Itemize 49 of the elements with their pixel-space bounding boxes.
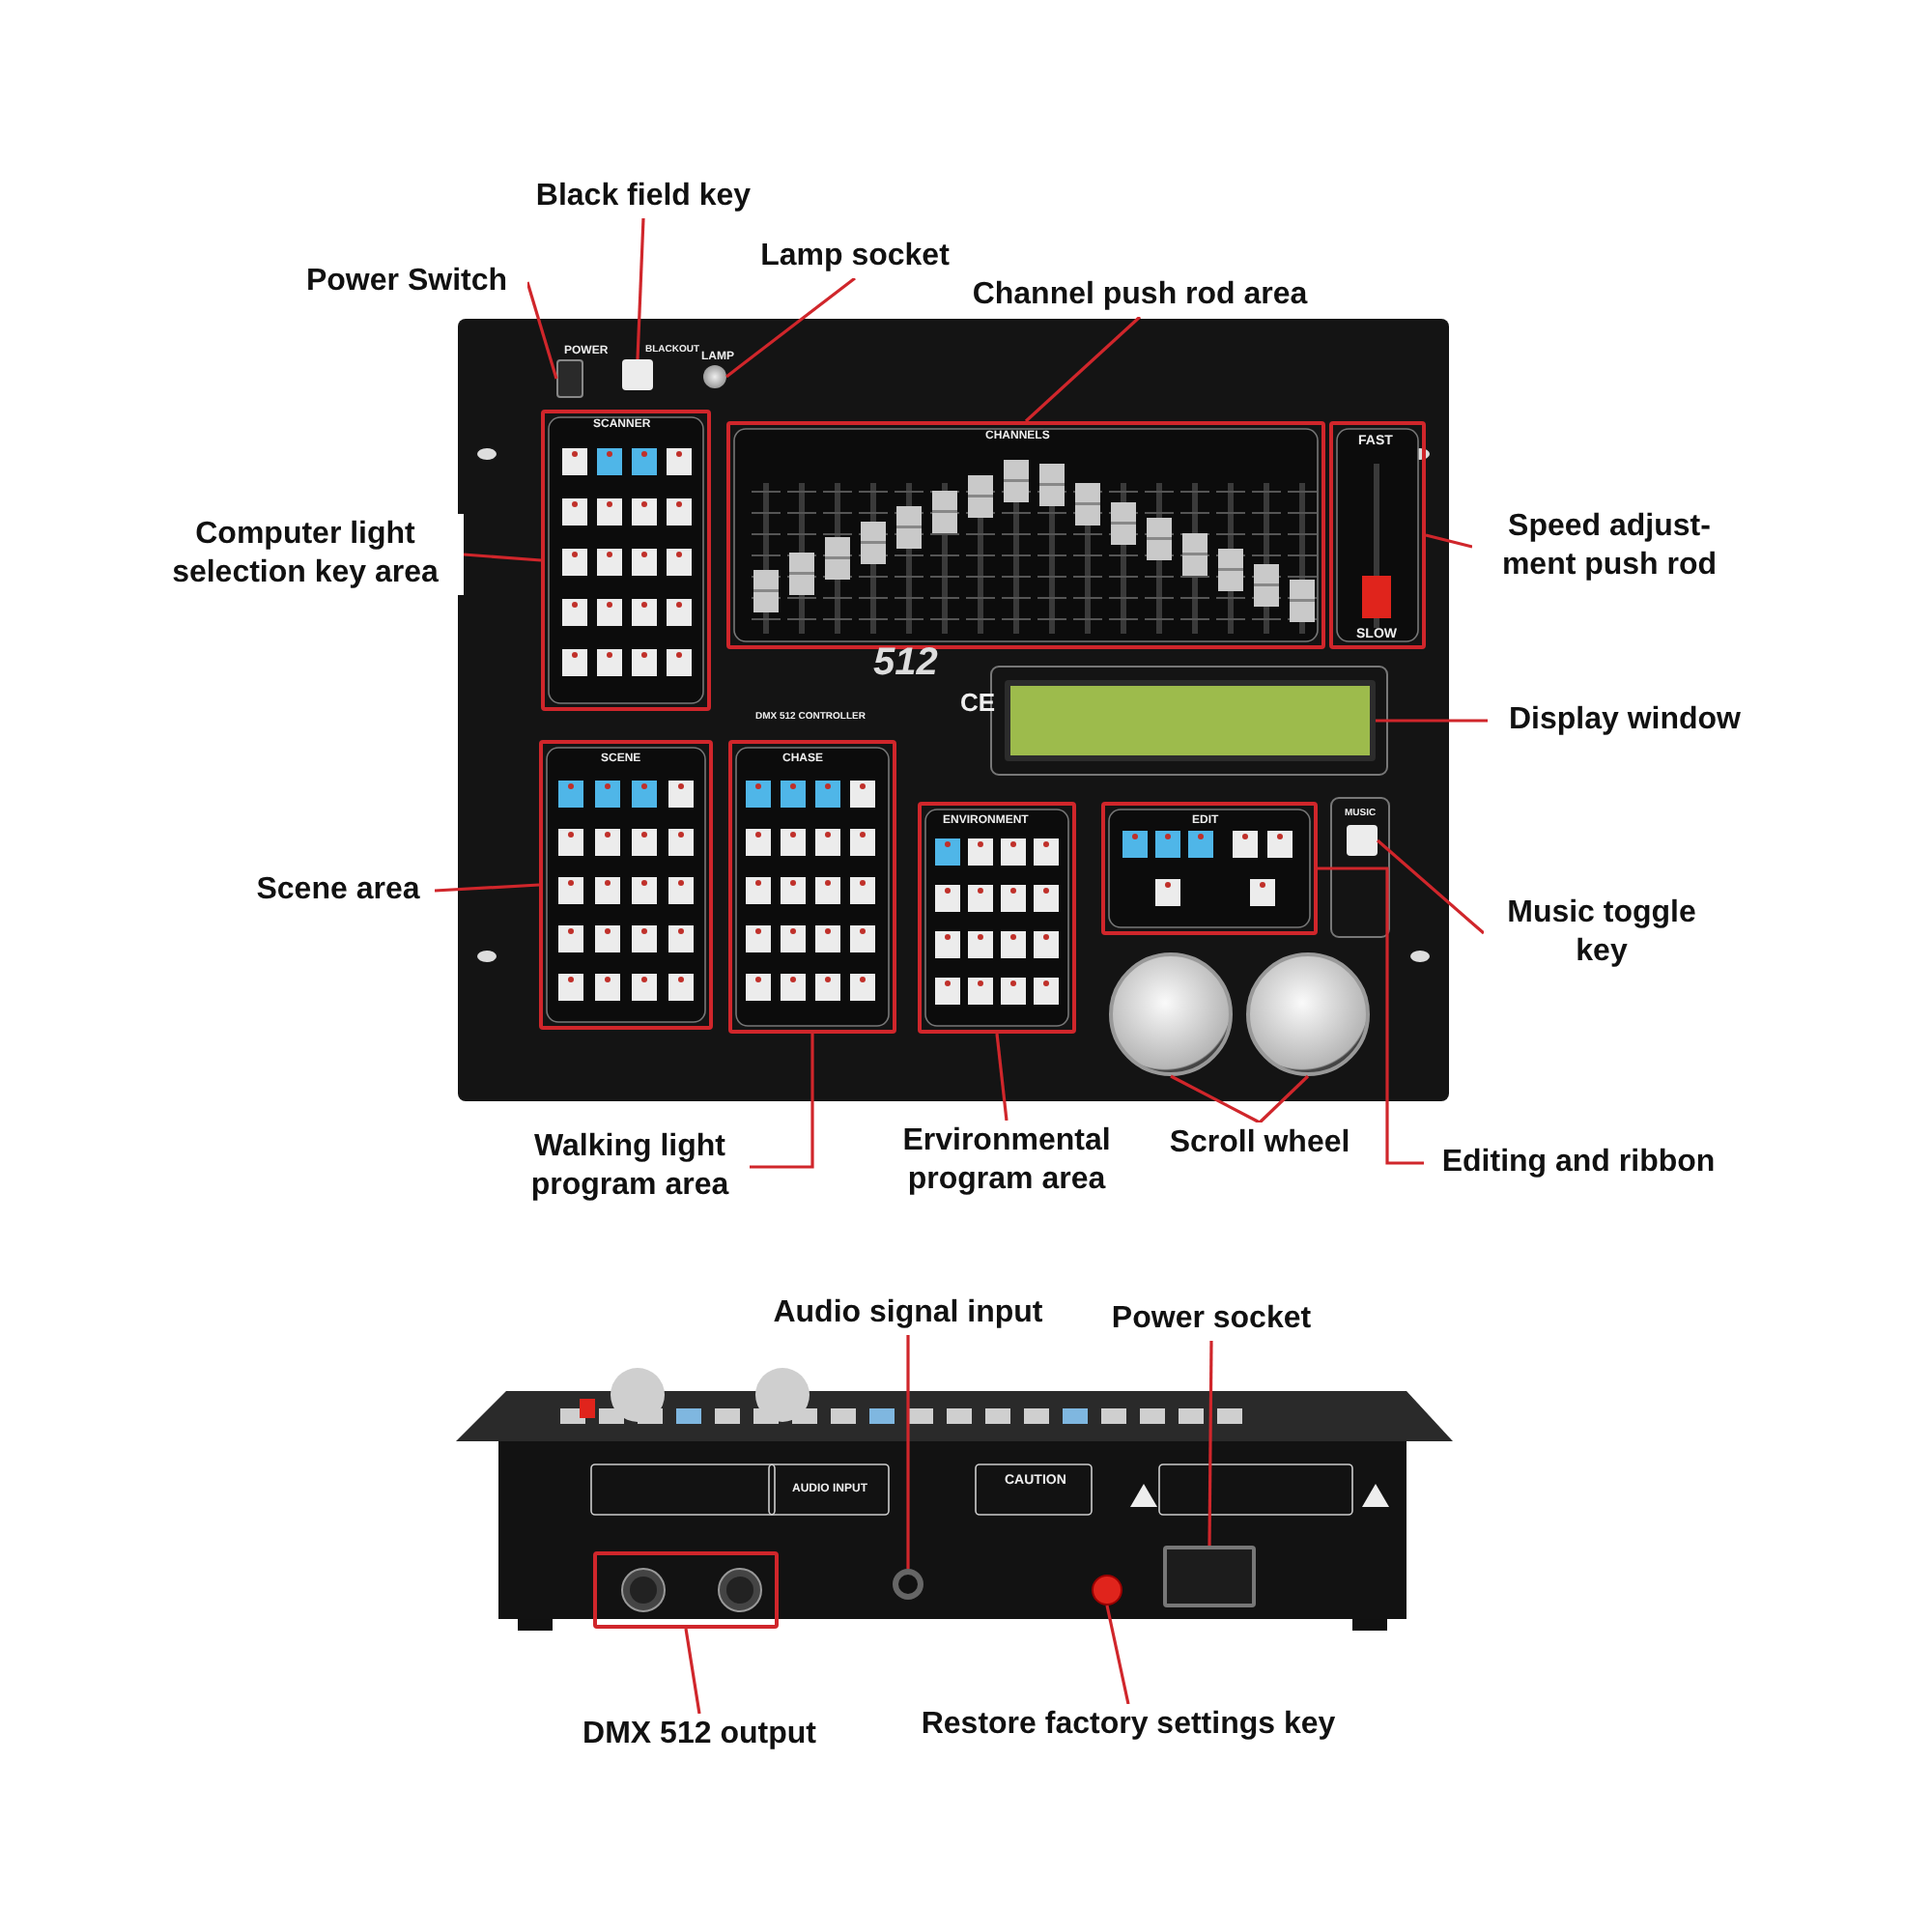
leader-line bbox=[750, 1034, 814, 1169]
node-label: Computer light selection key area bbox=[172, 518, 439, 589]
node-label: Display window bbox=[1508, 703, 1741, 736]
power-switch bbox=[556, 359, 583, 398]
leader-line bbox=[1105, 1605, 1130, 1705]
node-label: Scene area bbox=[256, 873, 420, 906]
leader-line bbox=[684, 1628, 701, 1715]
leader-line bbox=[1376, 838, 1486, 935]
node-label: Music toggle key bbox=[1507, 896, 1696, 968]
leader-line bbox=[1208, 1341, 1213, 1546]
key-area-outline bbox=[918, 802, 1076, 1034]
node-label: Ervironmental program area bbox=[902, 1124, 1111, 1196]
leader-line bbox=[1024, 315, 1142, 423]
node-label: DMX 512 output bbox=[582, 1718, 816, 1750]
node-label: Audio signal input bbox=[773, 1296, 1043, 1329]
node-label: Speed adjust- ment push rod bbox=[1501, 510, 1718, 582]
key-area-outline bbox=[539, 740, 713, 1030]
leader-line bbox=[434, 883, 540, 893]
node-label: Black field key bbox=[535, 180, 752, 213]
node-label: Power socket bbox=[1111, 1302, 1312, 1335]
fader-area-outline bbox=[726, 421, 1325, 649]
leader-line bbox=[1376, 719, 1488, 723]
connector-area-outline bbox=[593, 1551, 779, 1629]
node-label: Scroll wheel bbox=[1169, 1126, 1350, 1159]
node-label: Lamp socket bbox=[760, 240, 950, 272]
push-key bbox=[1347, 825, 1378, 856]
fader-area-outline bbox=[1329, 421, 1426, 649]
node-label: Channel push rod area bbox=[972, 278, 1308, 311]
leader-line bbox=[526, 281, 558, 380]
key-area-outline bbox=[541, 410, 711, 711]
node-label: Walking light program area bbox=[530, 1130, 729, 1202]
node-label: Editing and ribbon bbox=[1441, 1146, 1716, 1179]
leader-line bbox=[1425, 533, 1473, 549]
power-inlet bbox=[1163, 1546, 1256, 1607]
node-label: Power Switch bbox=[305, 265, 508, 298]
push-key bbox=[622, 359, 653, 390]
leader-line bbox=[463, 553, 542, 562]
panel-label: CE bbox=[960, 688, 996, 717]
node-label: Restore factory settings key bbox=[921, 1708, 1336, 1741]
leader-line bbox=[1318, 867, 1424, 1165]
key-area-outline bbox=[728, 740, 896, 1034]
panel-label: 512 bbox=[873, 641, 938, 684]
leader-line bbox=[725, 276, 856, 379]
key-area-outline bbox=[1101, 802, 1318, 935]
leader-line bbox=[995, 1033, 1009, 1122]
leader-line bbox=[636, 217, 645, 360]
leader-line bbox=[906, 1335, 910, 1569]
leader-line bbox=[1258, 1074, 1310, 1124]
display-window bbox=[1005, 680, 1376, 761]
